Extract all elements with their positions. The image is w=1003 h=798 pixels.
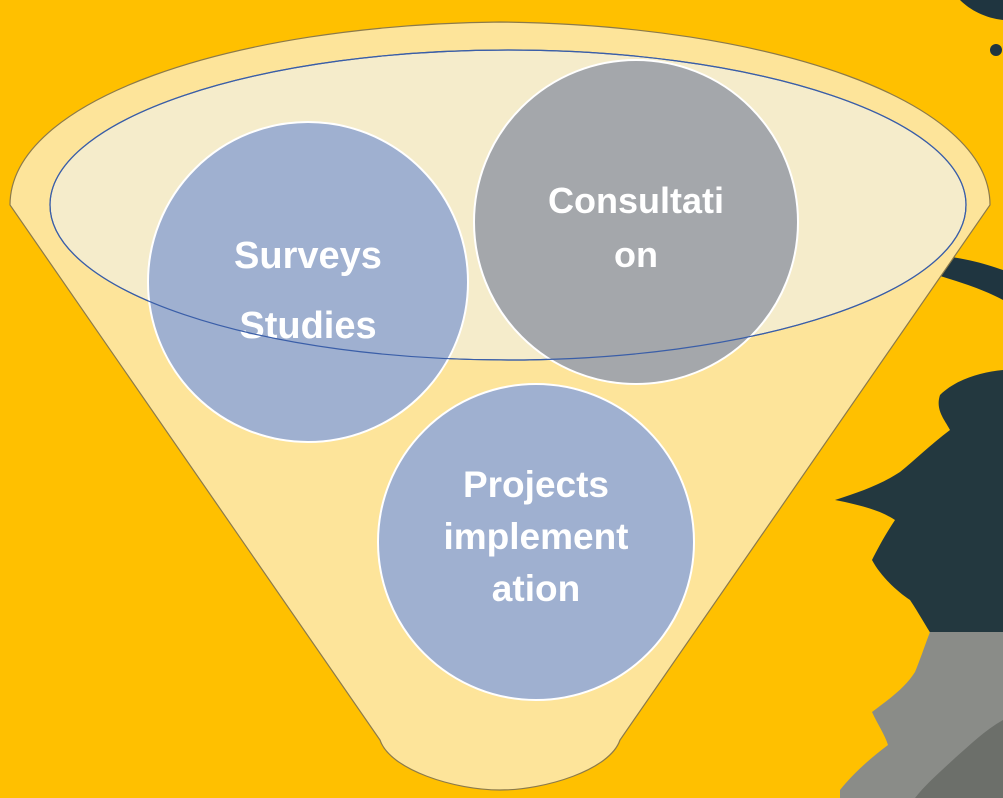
circles-layer: ProjectsimplementationSurveysStudiesCons… (147, 59, 799, 701)
circle-projects: Projects implement ation (377, 383, 695, 701)
decor-storm-dark (915, 720, 1003, 798)
decor-dot (990, 44, 1002, 56)
decorative-photo-strip (835, 0, 1003, 798)
circle-projects-label-line: implement (443, 516, 628, 557)
circle-consultation-label-line: Consultati (548, 180, 724, 221)
funnel-rim-edge (49, 49, 967, 361)
circle-projects-label-line: ation (492, 568, 580, 609)
circle-projects-label-line: Projects (463, 464, 609, 505)
circle-consultation: Consultati on (473, 59, 799, 385)
circle-surveys-label-line: Studies (239, 305, 376, 347)
circle-surveys-label-line: Surveys (234, 235, 382, 277)
circle-consultation-label-line: on (614, 234, 658, 275)
circle-projects-shape (377, 383, 695, 701)
decor-leaf-top (960, 0, 1003, 20)
decor-dark-shape (835, 370, 1003, 640)
circle-surveys-shape (147, 121, 469, 443)
circle-consultation-shape (473, 59, 799, 385)
